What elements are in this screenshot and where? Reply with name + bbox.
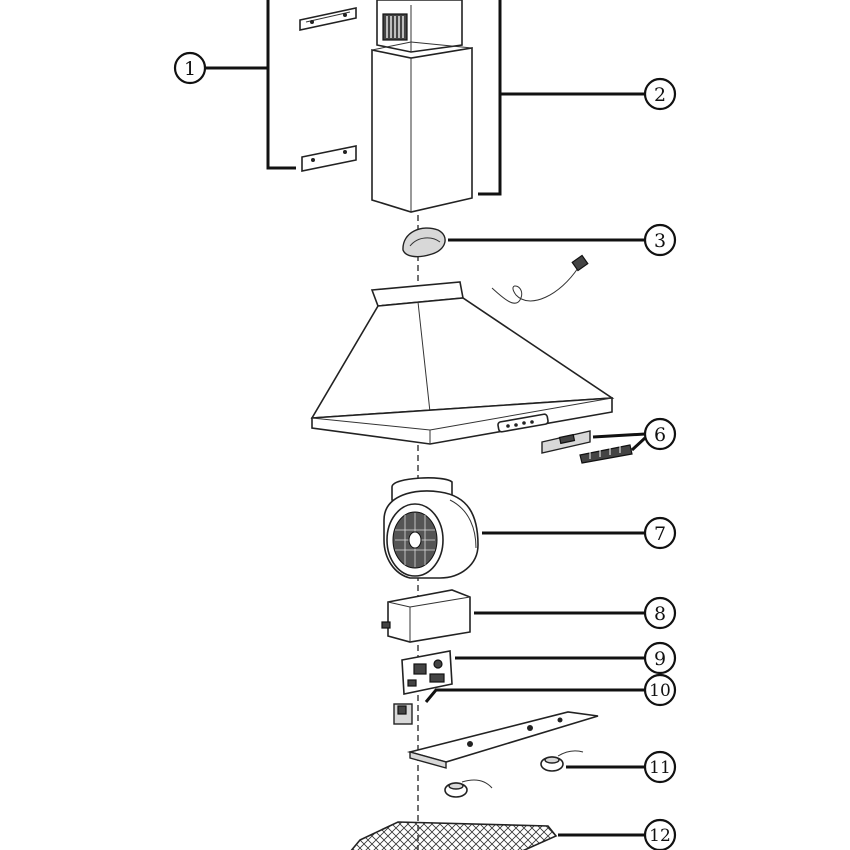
svg-text:10: 10 [649,681,671,701]
wall-bracket-top [299,7,357,31]
callout-6: 6 [643,417,677,451]
blower-motor [383,477,479,579]
callout-3: 3 [643,223,677,257]
hood-canopy [310,281,615,445]
leader-6 [592,432,647,452]
wall-bracket-bottom [301,145,357,172]
lamp-mounting-plate [406,711,599,769]
callout-8: 8 [643,596,677,630]
callout-11: 11 [643,750,677,784]
svg-text:2: 2 [654,84,666,106]
svg-text:9: 9 [654,648,666,670]
grease-filter [350,821,558,850]
control-board [401,650,453,695]
svg-text:6: 6 [654,424,666,446]
leader-1 [206,0,296,170]
callout-1: 1 [173,51,207,85]
svg-text:11: 11 [649,758,671,778]
chimney-cover [371,0,473,213]
duct-adapter [402,227,446,258]
capacitor-housing [381,589,471,643]
svg-text:12: 12 [649,826,671,846]
callout-10: 10 [643,673,677,707]
lamp-right [540,750,584,772]
leader-2 [478,0,645,196]
svg-text:1: 1 [184,58,196,80]
power-cord [491,254,589,304]
lamp-left [444,779,493,798]
switch-component [393,703,413,725]
callout-7: 7 [643,516,677,550]
callout-12: 12 [643,818,677,850]
svg-text:8: 8 [654,603,666,625]
callout-9: 9 [643,641,677,675]
leader-10 [424,688,645,703]
svg-text:3: 3 [654,230,666,252]
callout-2: 2 [643,77,677,111]
svg-text:7: 7 [654,523,666,545]
control-panel-parts [541,430,633,464]
